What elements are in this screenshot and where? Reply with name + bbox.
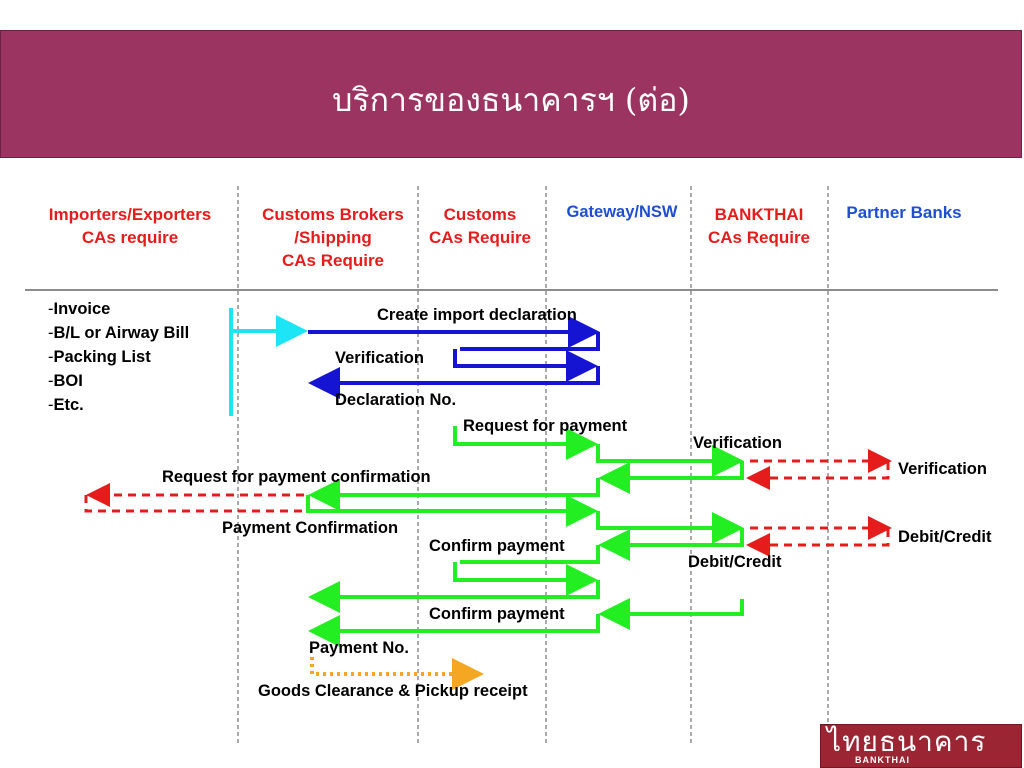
lane-header-line: Partner Banks xyxy=(846,203,962,222)
confirm-payment-arrow-2 xyxy=(598,598,744,630)
lane-header-partner-banks: Partner Banks xyxy=(828,201,980,224)
label-request-payment-confirmation: Request for payment confirmation xyxy=(162,468,431,486)
page-title: บริการของธนาคารฯ (ต่อ) xyxy=(332,81,690,119)
lane-header-line: Gateway/NSW xyxy=(566,203,678,221)
lane-header-line: Customs Brokers xyxy=(262,205,404,224)
document-invoice: Invoice xyxy=(53,300,111,318)
payment-no-arrow xyxy=(308,614,600,647)
label-debit-credit-bankthai: Debit/Credit xyxy=(688,553,782,571)
label-verification-partner: Verification xyxy=(898,460,987,478)
label-confirm-payment-1: Confirm payment xyxy=(429,537,565,555)
lane-header-line: Customs xyxy=(443,205,517,224)
list-item: -Invoice xyxy=(48,300,111,318)
list-item: -BOI xyxy=(48,372,83,390)
verification-loop-arrow xyxy=(460,332,600,351)
lane-header-customs: Customs CAs Require xyxy=(418,203,542,249)
lane-header-line: CAs Require xyxy=(281,251,385,270)
documents-list: -Invoice -B/L or Airway Bill -Packing Li… xyxy=(48,297,189,417)
lane-header-line: /Shipping xyxy=(294,228,372,247)
payment-confirmation-arrow xyxy=(306,495,598,527)
title-bar: บริการของธนาคารฯ (ต่อ) xyxy=(0,30,1022,158)
label-request-payment: Request for payment xyxy=(463,417,628,435)
green-flows xyxy=(306,426,744,647)
label-verification-bankthai: Verification xyxy=(693,434,782,452)
lane-dividers xyxy=(237,186,829,744)
document-etc: Etc. xyxy=(53,396,84,414)
label-confirm-payment-2: Confirm payment xyxy=(429,605,565,623)
request-payment-arrow xyxy=(453,426,598,460)
label-debit-credit-partner: Debit/Credit xyxy=(898,528,992,546)
lane-header-line: CAs Require xyxy=(707,228,811,247)
label-payment-no: Payment No. xyxy=(309,639,409,657)
label-declaration-no: Declaration No. xyxy=(335,391,457,409)
goods-clearance-flow xyxy=(310,657,484,690)
label-verification: Verification xyxy=(335,349,424,367)
document-packing-list: Packing List xyxy=(53,348,151,366)
lane-header-line: CAs Require xyxy=(428,228,532,247)
list-item: -Packing List xyxy=(48,348,151,366)
bankthai-logo: ไทยธนาคาร BANKTHAI xyxy=(820,724,1022,768)
list-item: -B/L or Airway Bill xyxy=(48,324,190,342)
label-create-import: Create import declaration xyxy=(377,306,577,324)
documents-bracket xyxy=(229,308,308,416)
lane-header-importers: Importers/Exporters CAs require xyxy=(30,203,230,249)
document-boi: BOI xyxy=(53,372,83,390)
logo-thai-text: ไทยธนาคาร xyxy=(827,725,987,758)
label-payment-confirmation: Payment Confirmation xyxy=(222,519,399,537)
lane-header-gateway: Gateway/NSW xyxy=(552,201,692,224)
lane-header-bankthai: BANKTHAI CAs Require xyxy=(692,203,826,249)
lane-header-line: Importers/Exporters xyxy=(48,205,212,224)
logo-english-text: BANKTHAI xyxy=(855,755,910,765)
confirm-payment-arrow-1 xyxy=(460,545,600,564)
declaration-no-arrow xyxy=(308,366,600,399)
lane-header-brokers: Customs Brokers /Shipping CAs Require xyxy=(243,203,423,272)
document-bl: B/L or Airway Bill xyxy=(53,324,190,342)
blue-flows xyxy=(308,316,600,399)
label-goods-clearance: Goods Clearance & Pickup receipt xyxy=(258,682,528,700)
lane-header-line: CAs require xyxy=(81,228,179,247)
red-dashed-flows xyxy=(84,449,892,557)
lane-header-line: BANKTHAI xyxy=(714,205,804,224)
list-item: -Etc. xyxy=(48,396,84,414)
